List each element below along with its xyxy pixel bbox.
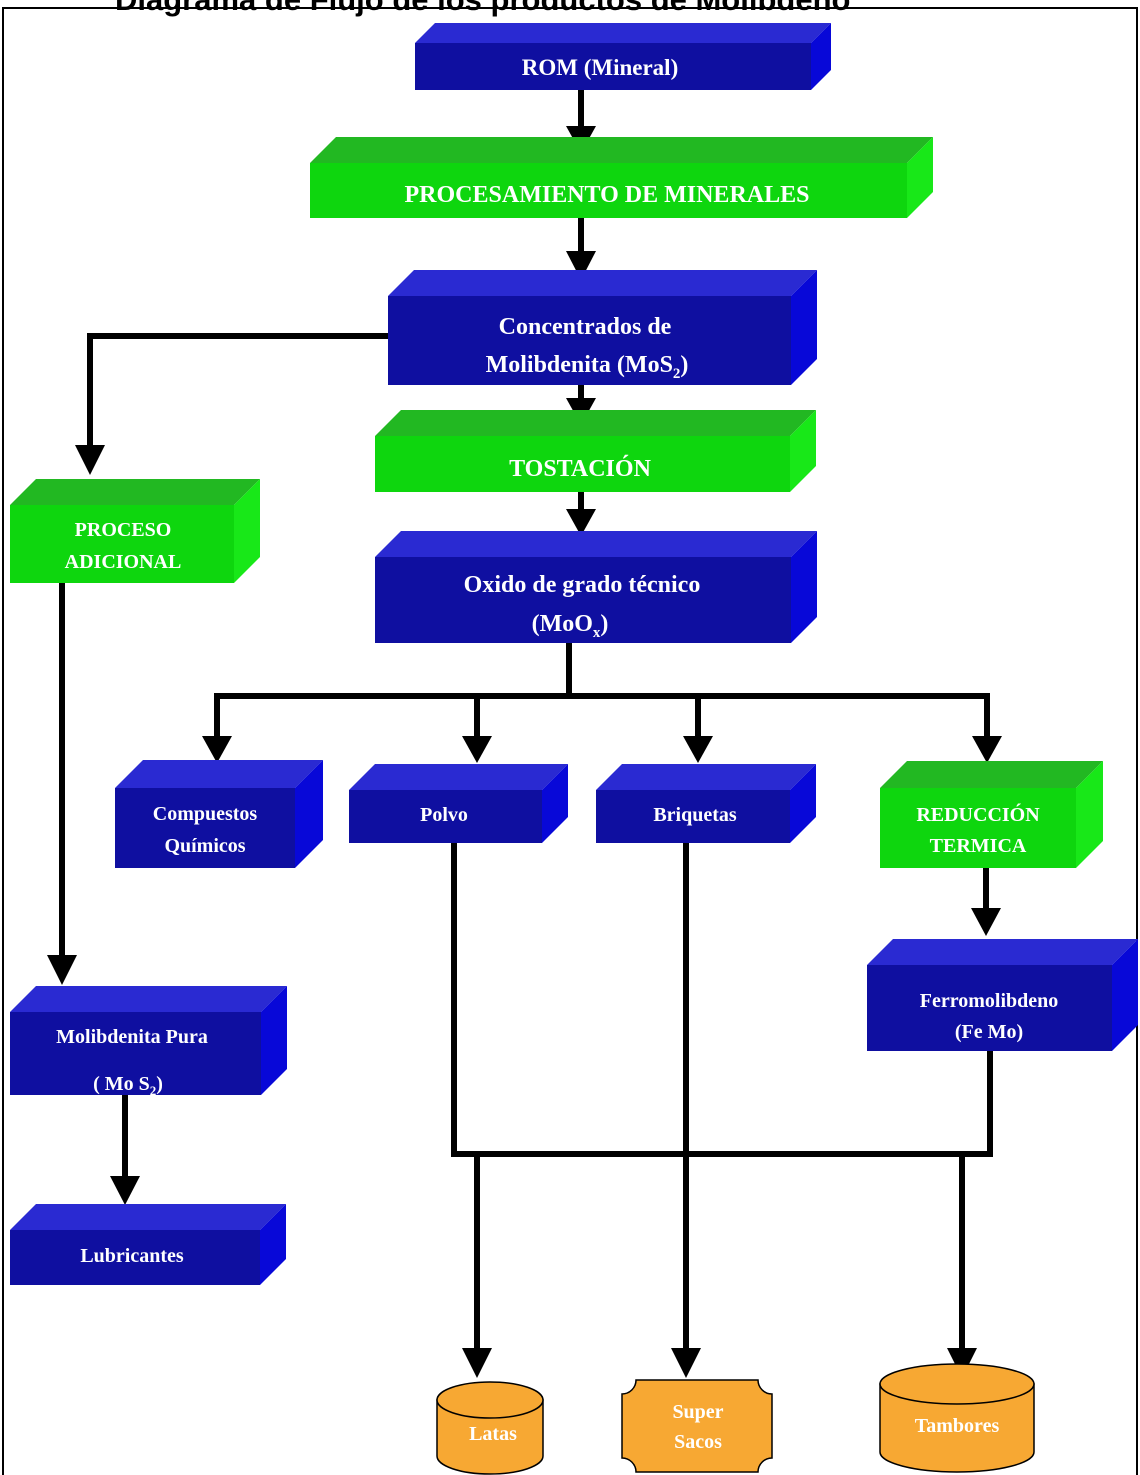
arrowhead <box>47 955 77 985</box>
arrowhead <box>566 509 596 536</box>
molibdenita-pura-label-line1: Molibdenita Pura <box>56 1026 208 1048</box>
concentrados-label-line1: Concentrados de <box>499 314 672 340</box>
proceso-adicional-line1: PROCESO <box>75 519 172 541</box>
concentrados-box <box>388 270 817 385</box>
oxido-label-line2: (MoOx) <box>532 611 609 641</box>
arrowhead <box>972 736 1002 763</box>
latas-container <box>436 1381 544 1475</box>
lubricantes-box <box>10 1204 286 1285</box>
connector-bottom-bus <box>451 843 993 1157</box>
tambores-label: Tambores <box>915 1415 1000 1437</box>
polvo-label: Polvo <box>420 804 468 826</box>
compuestos-box <box>115 760 323 868</box>
rom-label: ROM (Mineral) <box>522 55 678 80</box>
briquetas-label: Briquetas <box>653 804 737 826</box>
arrowhead <box>75 445 105 475</box>
lubricantes-label: Lubricantes <box>80 1245 184 1267</box>
oxido-label-line1: Oxido de grado técnico <box>464 572 701 598</box>
procesamiento-label: PROCESAMIENTO DE MINERALES <box>405 182 810 208</box>
ferromolibdeno-label-line1: Ferromolibdeno <box>920 990 1059 1012</box>
arrowhead <box>202 736 232 763</box>
proceso-adicional-box <box>10 479 260 583</box>
rom-box <box>415 23 831 90</box>
procesamiento-box <box>310 137 933 218</box>
super-sacos-label-line2: Sacos <box>674 1431 722 1453</box>
molibdenita-pura-label-line2: ( Mo S2) <box>93 1073 163 1098</box>
molibdenita-pura-box <box>10 986 287 1095</box>
ferromolibdeno-label-line2: (Fe Mo) <box>955 1021 1023 1043</box>
super-sacos-label-line1: Super <box>672 1401 723 1423</box>
tostacion-label: TOSTACIÓN <box>509 455 651 482</box>
arrowhead <box>462 1348 492 1378</box>
proceso-adicional-line2: ADICIONAL <box>65 551 182 573</box>
arrowhead <box>947 1348 977 1378</box>
briquetas-box <box>596 764 816 843</box>
super-sacos-container <box>621 1379 773 1473</box>
latas-label: Latas <box>469 1423 517 1445</box>
compuestos-label-line1: Compuestos <box>153 803 258 825</box>
compuestos-label-line2: Químicos <box>164 835 245 857</box>
concentrados-label-line2: Molibdenita (MoS2) <box>486 352 689 382</box>
arrowhead <box>462 736 492 763</box>
arrowhead <box>683 736 713 763</box>
diagram-frame <box>2 7 1138 1475</box>
arrowhead <box>566 251 596 280</box>
tostacion-box <box>375 410 816 492</box>
reduccion-label-line2: TERMICA <box>930 835 1027 857</box>
tambores-container <box>879 1363 1035 1473</box>
reduccion-label-line1: REDUCCIÓN <box>916 802 1040 826</box>
arrowhead <box>971 908 1001 936</box>
arrowhead <box>671 1348 701 1378</box>
reduccion-box <box>880 761 1103 868</box>
connector-concentrados-proceso <box>87 333 388 448</box>
ferromolibdeno-box <box>867 939 1138 1051</box>
arrowhead <box>110 1176 140 1205</box>
connectors <box>59 90 993 1352</box>
oxido-box <box>375 531 817 643</box>
polvo-box <box>349 764 568 843</box>
